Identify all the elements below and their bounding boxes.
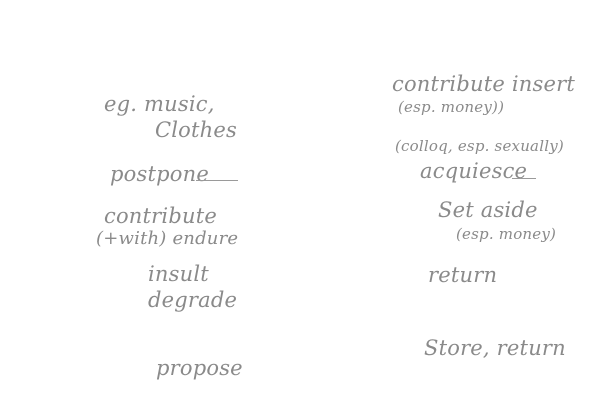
note-return: return <box>428 263 498 287</box>
note-colloq: (colloq, esp. sexually) <box>395 137 564 155</box>
note-eg-music: eg. music, <box>104 92 215 116</box>
note-store-return: Store, return <box>424 336 566 360</box>
note-contribute-left: contribute <box>104 204 217 228</box>
note-insult: insult <box>148 262 209 286</box>
note-contribute-insert: contribute insert <box>392 72 575 96</box>
note-set-aside: Set aside <box>438 198 538 222</box>
note-endure: (+with) endure <box>96 228 239 249</box>
postpone-underline <box>196 180 238 181</box>
note-esp-money-1: (esp. money)) <box>398 98 505 116</box>
note-esp-money-2: (esp. money) <box>456 225 557 243</box>
note-degrade: degrade <box>148 288 238 312</box>
note-clothes: Clothes <box>155 118 237 142</box>
note-acquiesce: acquiesce <box>420 159 528 183</box>
note-postpone: postpone <box>110 162 209 186</box>
acquiesce-underline <box>512 178 536 179</box>
note-propose: propose <box>156 356 243 380</box>
